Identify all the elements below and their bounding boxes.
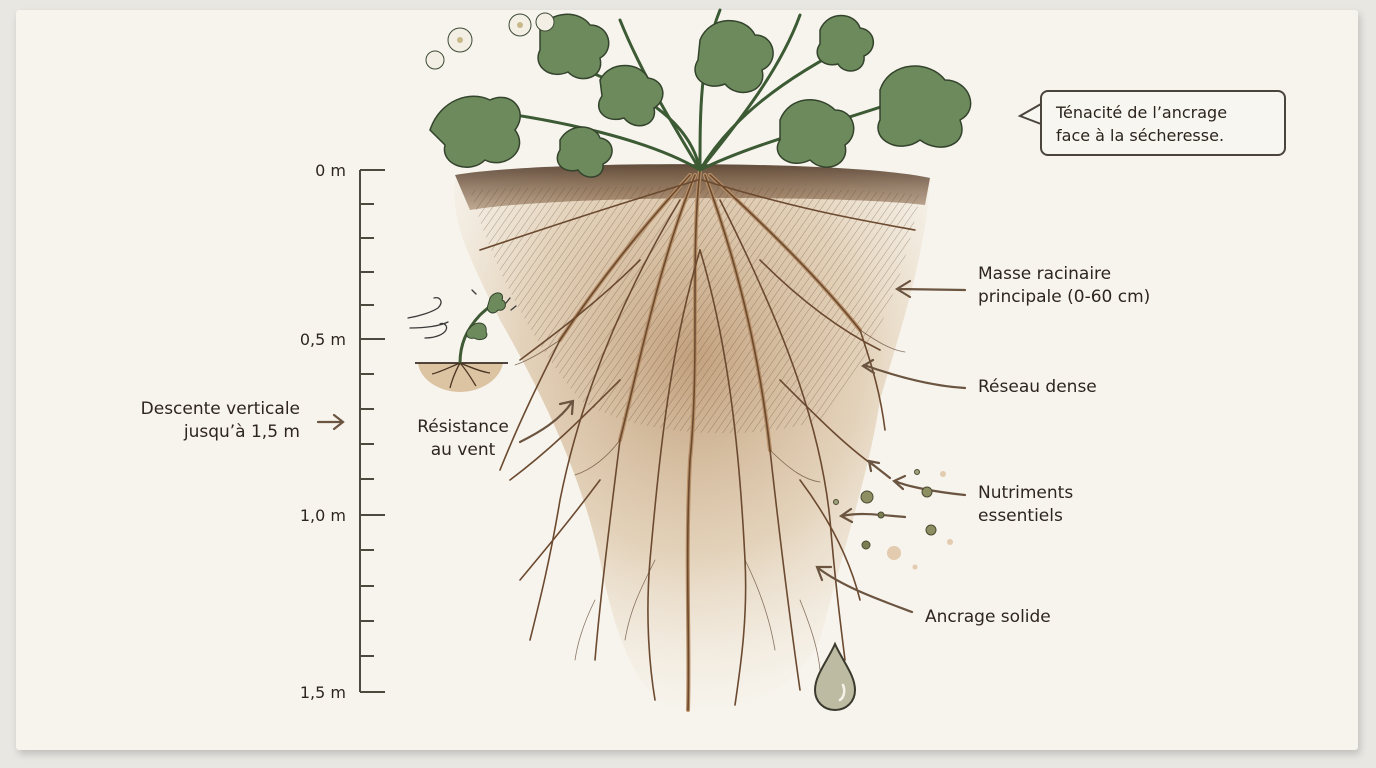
depth-tick-0: 0 m [315,161,346,180]
water-drop-icon [813,641,857,712]
label-main-root-mass-line2: principale (0-60 cm) [978,287,1151,307]
label-wind-resistance-line2: au vent [430,440,496,460]
label-nutrients-line1: Nutriments [978,483,1074,503]
wind-seedling-icon [407,289,517,392]
arrow-dense-network [860,358,967,390]
label-vertical-descent-line2: jusqu’à 1,5 m [183,422,300,442]
label-main-root-mass: Masse racinaire principale (0-60 cm) [978,263,1150,309]
depth-tick-1-0: 1,0 m [299,506,346,525]
root-system-icon [479,168,916,712]
label-anchorage: Ancrage solide [925,607,1051,627]
arrow-anchorage [815,565,914,614]
label-wind-resistance: Résistance au vent [405,416,521,462]
arrow-nutrients-2 [838,507,907,524]
label-vertical-descent-line1: Descente verticale [140,399,300,419]
bubble-tail [1017,103,1042,125]
bubble-line-1: Ténacité de l’ancrage [1056,103,1228,122]
title-speech-bubble: Ténacité de l’ancrage face à la sécheres… [1040,90,1286,156]
depth-tick-0-5: 0,5 m [299,330,346,349]
depth-tick-1-5: 1,5 m [299,683,346,702]
label-nutrients-line2: essentiels [978,506,1063,526]
label-nutrients: Nutriments essentiels [978,482,1073,528]
bubble-line-2: face à la sécheresse. [1056,126,1225,145]
arrow-main-mass [894,279,967,299]
label-wind-resistance-line1: Résistance [417,417,509,437]
label-main-root-mass-line1: Masse racinaire [978,264,1112,284]
plant-foliage-icon [425,8,972,178]
arrow-nutrients-3 [867,459,892,480]
arrow-wind-resistance [518,399,575,444]
label-dense-network: Réseau dense [978,377,1097,397]
arrow-vertical-descent [316,413,345,431]
label-vertical-descent: Descente verticale jusqu’à 1,5 m [60,398,300,444]
nutrient-dots-icon [833,469,953,570]
